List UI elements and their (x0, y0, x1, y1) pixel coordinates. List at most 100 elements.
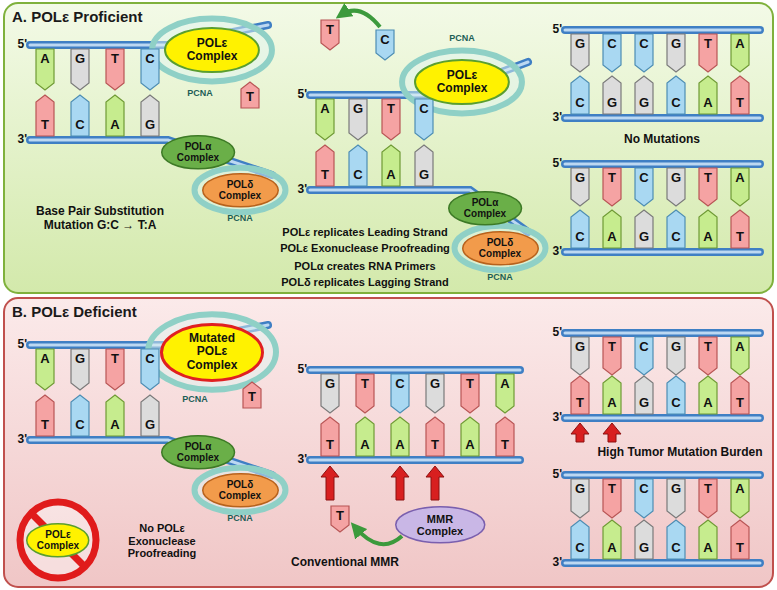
complex-label-holder: POLδ Complex (202, 473, 279, 508)
base-piece (635, 520, 653, 559)
base-piece (356, 417, 374, 456)
base-letter: G (575, 37, 585, 52)
base-letter: C (419, 102, 428, 117)
base-piece (141, 349, 159, 390)
complex-label-holder: POLδ Complex (202, 173, 279, 208)
base-piece (603, 76, 621, 114)
base-piece (603, 520, 621, 559)
base-letter: C (75, 118, 84, 133)
base-letter: T (736, 230, 744, 245)
base-letter: T (704, 482, 712, 497)
base-letter: G (575, 340, 585, 355)
base-letter: C (671, 230, 680, 245)
dna-strand (565, 559, 760, 567)
complex-label-holder: MMR Complex (395, 506, 485, 544)
base-piece (731, 520, 749, 559)
base-letter: T (336, 509, 344, 524)
pcna-ring (195, 168, 286, 212)
pcna-ring (148, 314, 276, 390)
complex-name: Mutated POLε Complex (175, 332, 250, 372)
base-letter: C (639, 171, 648, 186)
polymerase-complex: POLε Complex (164, 27, 260, 73)
base-piece (426, 374, 444, 413)
base-piece (496, 374, 514, 413)
dna-strand (565, 26, 760, 34)
base-piece (699, 76, 717, 114)
complex-name: POLα Complex (171, 441, 224, 463)
base-piece (731, 76, 749, 114)
base-piece (635, 376, 653, 414)
ellipse-shape (162, 324, 263, 380)
base-letter: G (607, 96, 617, 111)
base-letter: T (41, 418, 49, 433)
polymerase-complex: POLδ Complex (462, 231, 539, 266)
pcna-ring (455, 226, 546, 270)
base-letter: A (703, 230, 712, 245)
base-letter: T (111, 352, 119, 367)
ellipse-shape (202, 173, 277, 206)
exchange-arrow (341, 11, 380, 27)
complex-label-holder: POLα Complex (161, 135, 235, 170)
dna-strand-highlight (565, 163, 760, 166)
base-piece (321, 417, 339, 456)
base-piece (731, 376, 749, 414)
complex-label-holder: POLα Complex (161, 435, 235, 470)
base-letter: C (395, 377, 404, 392)
pcna-label: PCNA (449, 33, 475, 43)
base-piece (667, 76, 685, 114)
complex-label-holder: POLε Complex (26, 523, 89, 558)
complex-name: POLα Complex (458, 197, 511, 219)
base-piece (603, 34, 621, 72)
strand-end-label: 5' (297, 363, 307, 377)
base-piece (635, 479, 653, 518)
caption-text: Conventional MMR (291, 556, 399, 570)
base-piece (667, 376, 685, 414)
base-letter: C (575, 96, 584, 111)
base-piece (36, 49, 54, 90)
strand-end-label: 5' (552, 157, 562, 171)
strand-end-label: 5' (17, 38, 27, 52)
base-piece (699, 34, 717, 72)
dna-strand-highlight (565, 562, 760, 565)
base-piece (571, 337, 589, 375)
base-letter: T (466, 377, 474, 392)
base-piece (71, 395, 89, 436)
pcna-label: PCNA (182, 394, 208, 404)
base-piece (496, 417, 514, 456)
base-letter: C (607, 37, 616, 52)
ellipse-shape (449, 191, 522, 224)
dna-strand (565, 114, 760, 122)
panel: B. POLε DeficientMutated POLε ComplexPOL… (4, 298, 773, 587)
base-letter: G (639, 396, 649, 411)
dna-strand (310, 366, 520, 374)
strand-end-label: 5' (17, 338, 27, 352)
base-piece (571, 376, 589, 414)
base-piece (571, 210, 589, 248)
base-letter: C (75, 418, 84, 433)
base-letter: G (671, 482, 681, 497)
dna-strand (565, 414, 760, 422)
dna-strand-highlight (565, 117, 760, 120)
polymerase-complex: POLδ Complex (202, 473, 279, 508)
panel-ground (4, 298, 773, 587)
base-letter: C (671, 396, 680, 411)
base-piece (731, 34, 749, 72)
base-letter: C (639, 340, 648, 355)
polymerase-complex: POLα Complex (161, 135, 235, 170)
strand-end-label: 3' (297, 453, 307, 467)
strand-end-label: 5' (552, 468, 562, 482)
base-letter: A (607, 230, 616, 245)
caption-text: POLε replicates Leading Strand (282, 226, 447, 239)
base-piece (603, 376, 621, 414)
base-letter: C (353, 168, 362, 183)
base-piece (415, 145, 433, 186)
base-letter: T (704, 171, 712, 186)
base-letter: A (110, 118, 119, 133)
base-piece (331, 506, 349, 532)
base-letter: C (145, 52, 154, 67)
strand-end-label: 3' (17, 133, 27, 147)
base-letter: G (419, 168, 429, 183)
base-piece (356, 374, 374, 413)
